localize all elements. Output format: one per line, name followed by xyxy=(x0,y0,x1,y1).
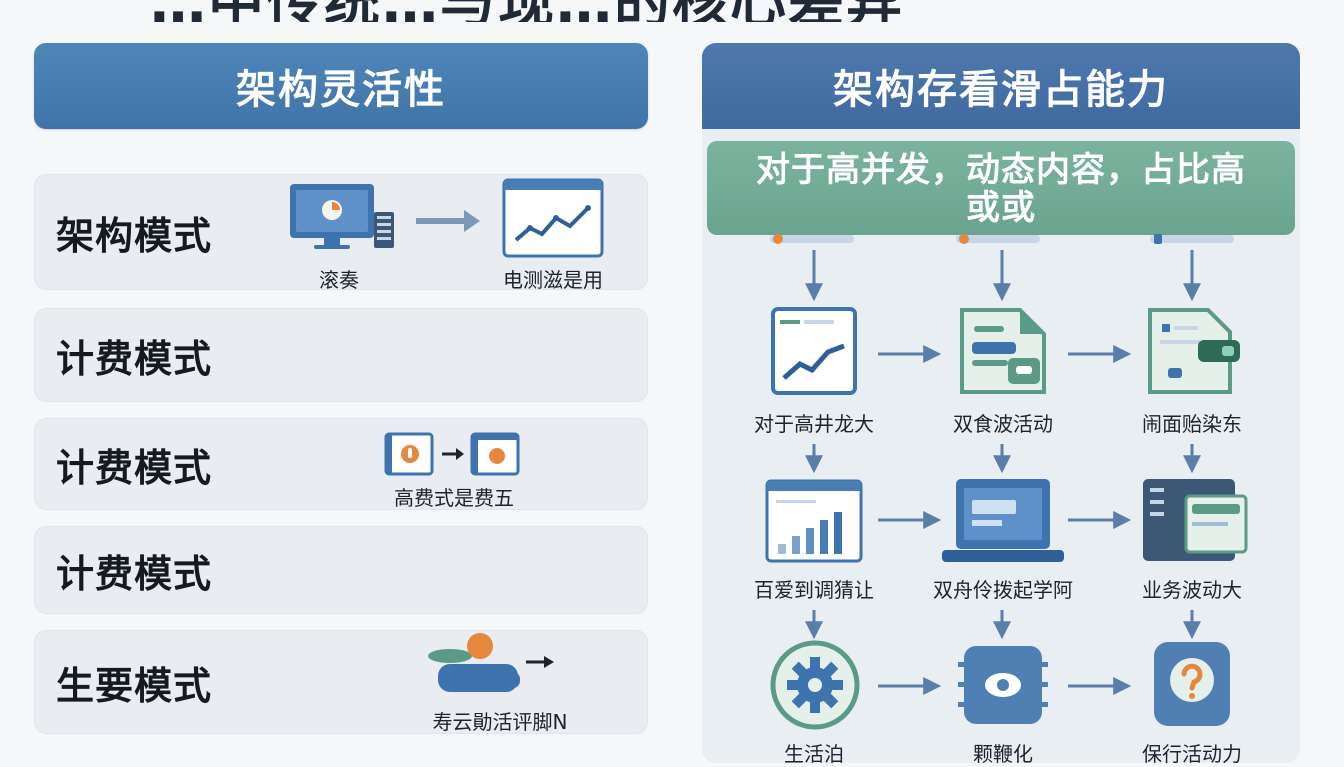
right-panel-title: 架构存看滑占能力 xyxy=(833,67,1169,113)
row-billing-mode-1: 计费模式 xyxy=(34,308,648,402)
arrow-right-icon xyxy=(416,210,480,232)
pill-indicator-icon xyxy=(956,234,1040,244)
chip-icon xyxy=(958,646,1048,724)
caption-r2c1: 百爱到调猜让 xyxy=(754,578,874,602)
caption-r1c1: 对于高井龙大 xyxy=(754,412,874,436)
chart-window-icon xyxy=(502,178,604,258)
row-billing-mode-3: 计费模式 xyxy=(34,526,648,614)
condition-banner: 对于高并发，动态内容，占比高 或或 xyxy=(707,141,1295,235)
row-label: 计费模式 xyxy=(56,551,213,596)
caption-a: 滚奏 xyxy=(319,268,359,292)
app-transition-icon xyxy=(384,432,520,476)
person-icon xyxy=(428,633,554,692)
pill-indicator-icon xyxy=(1150,234,1234,244)
caption-r3c1: 生活泊 xyxy=(784,742,844,766)
row-main-mode: 生要模式 寿云勛活评脚N xyxy=(34,630,648,734)
row-label: 计费模式 xyxy=(56,336,213,381)
row-architecture-mode: 架构模式 滚奏 电测滋是用 xyxy=(34,174,648,292)
top-title-text: …中传统…与现…的核心差异 xyxy=(150,0,904,22)
bar-chart-window-icon xyxy=(765,479,863,563)
caption-r2c2: 双舟伶拨起学阿 xyxy=(933,578,1073,602)
flow-arrows xyxy=(805,250,1201,695)
caption-r1c2: 双食波活动 xyxy=(953,412,1053,436)
caption-r3c3: 保行活动力 xyxy=(1142,742,1242,766)
document-icon xyxy=(960,308,1046,394)
left-panel-title: 架构灵活性 xyxy=(236,67,446,113)
caption: 高费式是费五 xyxy=(394,486,514,510)
row-billing-mode-2: 计费模式 高费式是费五 xyxy=(34,418,648,510)
right-panel-header: 架构存看滑占能力 xyxy=(702,43,1300,129)
chart-document-icon xyxy=(771,307,857,395)
pill-indicator-icon xyxy=(770,234,854,244)
top-title-cropped: …中传统…与现…的核心差异 xyxy=(0,0,1344,22)
dashboard-window-icon xyxy=(1143,479,1248,561)
gear-icon xyxy=(770,640,860,730)
laptop-icon xyxy=(942,479,1064,562)
left-panel-header: 架构灵活性 xyxy=(34,43,648,129)
row-label: 架构模式 xyxy=(56,213,213,258)
row-label: 计费模式 xyxy=(56,445,213,490)
document-toggle-icon xyxy=(1148,308,1240,394)
caption-r3c2: 颗鞭化 xyxy=(973,742,1033,766)
question-icon xyxy=(1154,642,1230,726)
caption-r2c3: 业务波动大 xyxy=(1142,578,1242,602)
monitor-server-icon xyxy=(290,184,394,249)
caption: 寿云勛活评脚N xyxy=(432,710,568,734)
caption-r1c3: 闹面贻染东 xyxy=(1142,412,1242,436)
row-label: 生要模式 xyxy=(56,663,213,708)
caption-b: 电测滋是用 xyxy=(503,268,603,292)
